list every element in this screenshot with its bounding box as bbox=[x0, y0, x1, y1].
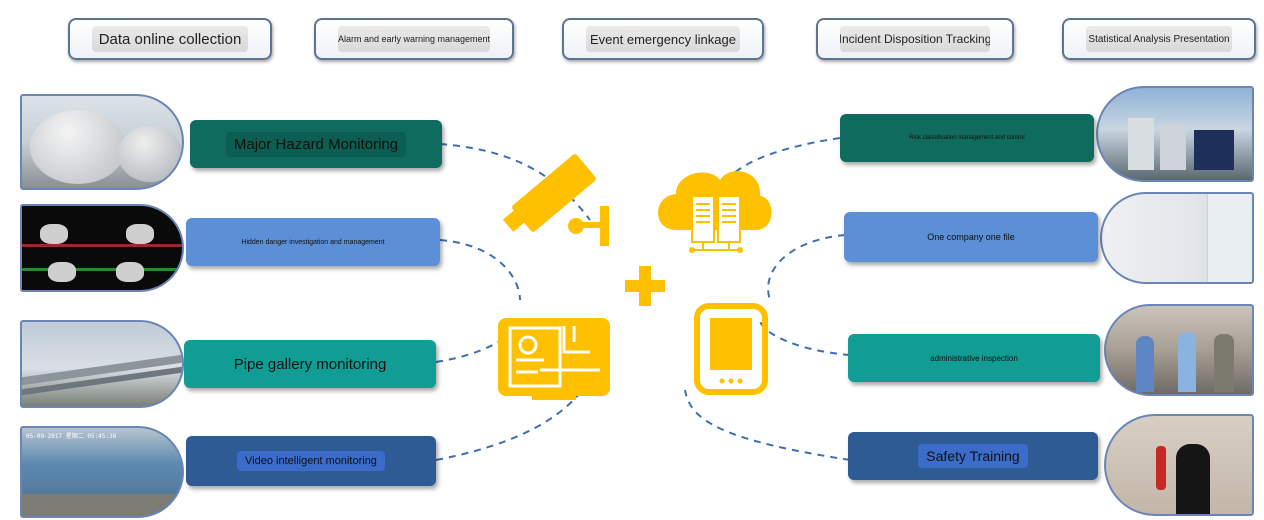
connector-line bbox=[684, 389, 851, 461]
card-administrative-inspection[interactable]: administrative inspection bbox=[848, 334, 1100, 382]
tab-label: Alarm and early warning management bbox=[338, 26, 490, 52]
card-label: Video intelligent monitoring bbox=[237, 451, 385, 471]
card-hidden-danger-investigation[interactable]: Hidden danger investigation and manageme… bbox=[186, 218, 440, 266]
card-one-company-one-file[interactable]: One company one file bbox=[844, 212, 1098, 262]
camera-icon bbox=[502, 154, 609, 246]
tab-alarm-warning-management[interactable]: Alarm and early warning management bbox=[314, 18, 514, 60]
card-label: administrative inspection bbox=[922, 349, 1026, 367]
photo-scada-screen bbox=[20, 204, 184, 292]
tab-label: Data online collection bbox=[92, 26, 248, 52]
card-major-hazard-monitoring[interactable]: Major Hazard Monitoring bbox=[190, 120, 442, 168]
card-label: Risk classification management and contr… bbox=[901, 131, 1033, 145]
connector-line bbox=[439, 239, 521, 301]
card-safety-training[interactable]: Safety Training bbox=[848, 432, 1098, 480]
photo-inspection-team bbox=[1104, 304, 1254, 396]
photo-software-screen bbox=[1100, 192, 1254, 284]
connector-line bbox=[435, 319, 523, 363]
photo-video-surveillance: 05-09-2017 星期二 05:45:38 bbox=[20, 426, 184, 518]
connector-line bbox=[439, 143, 591, 221]
tab-label: Statistical Analysis Presentation bbox=[1086, 26, 1232, 52]
photo-spherical-tanks bbox=[20, 94, 184, 190]
card-label: Hidden danger investigation and manageme… bbox=[233, 234, 393, 250]
tab-event-emergency-linkage[interactable]: Event emergency linkage bbox=[562, 18, 764, 60]
tab-data-online-collection[interactable]: Data online collection bbox=[68, 18, 272, 60]
card-pipe-gallery-monitoring[interactable]: Pipe gallery monitoring bbox=[184, 340, 436, 388]
card-label: Major Hazard Monitoring bbox=[225, 131, 407, 157]
tab-label: Event emergency linkage bbox=[586, 26, 740, 52]
photo-safety-training bbox=[1104, 414, 1254, 516]
mobile-phone-icon bbox=[694, 303, 768, 395]
tab-label: Incident Disposition Tracking bbox=[840, 26, 990, 52]
connector-line bbox=[435, 329, 606, 461]
monitor-icon bbox=[498, 318, 610, 400]
card-video-intelligent-monitoring[interactable]: Video intelligent monitoring bbox=[186, 436, 436, 486]
connector-line bbox=[759, 319, 851, 356]
card-label: Pipe gallery monitoring bbox=[225, 351, 395, 377]
card-label: One company one file bbox=[919, 228, 1023, 246]
photo-storage-tanks bbox=[1096, 86, 1254, 182]
card-label: Safety Training bbox=[918, 444, 1028, 468]
plus-icon bbox=[625, 266, 665, 306]
video-timestamp: 05-09-2017 星期二 05:45:38 bbox=[26, 433, 117, 440]
tab-statistical-analysis[interactable]: Statistical Analysis Presentation bbox=[1062, 18, 1256, 60]
cloud-server-icon bbox=[658, 171, 772, 253]
connector-line bbox=[767, 234, 846, 301]
photo-pipe-gallery bbox=[20, 320, 184, 408]
tab-incident-disposition-tracking[interactable]: Incident Disposition Tracking bbox=[816, 18, 1014, 60]
card-risk-classification[interactable]: Risk classification management and contr… bbox=[840, 114, 1094, 162]
